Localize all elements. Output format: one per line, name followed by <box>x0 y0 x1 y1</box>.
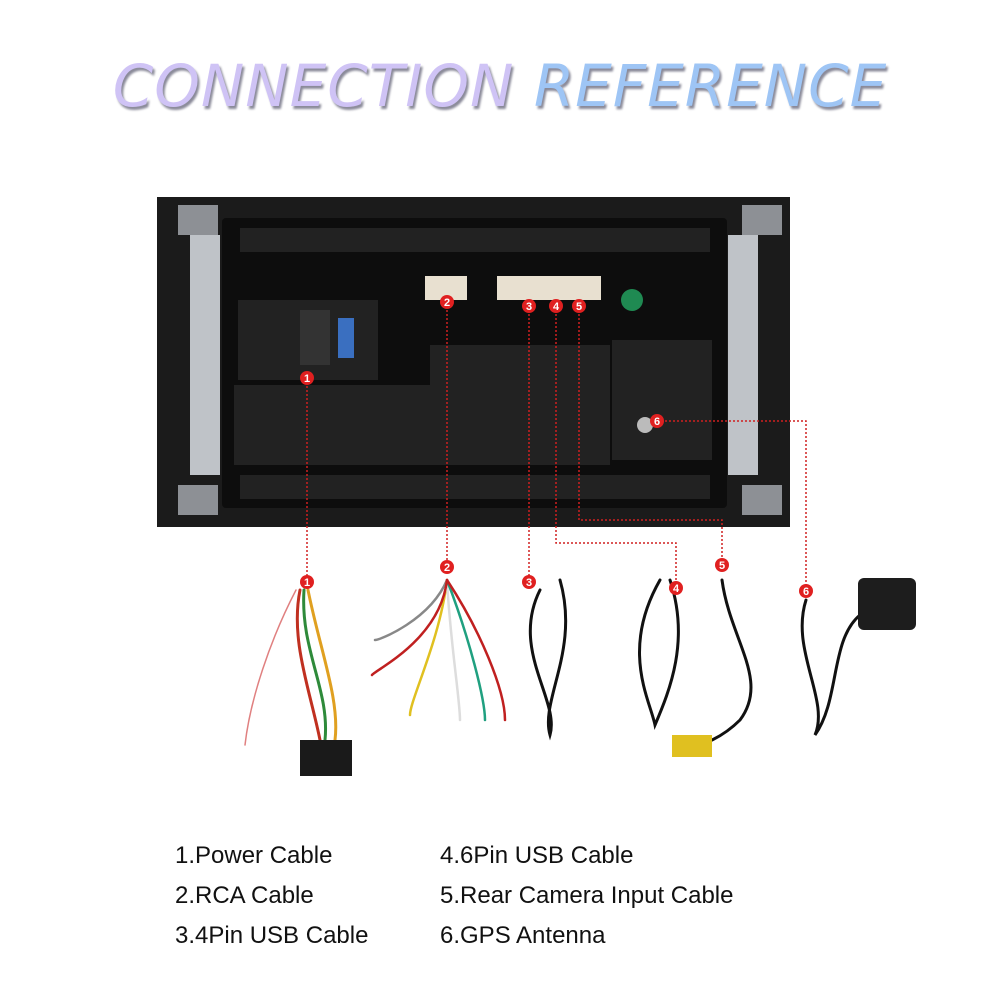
marker-3-bottom: 3 <box>522 575 536 589</box>
svg-text:2: 2 <box>444 562 450 574</box>
svg-text:2: 2 <box>444 297 450 309</box>
marker-1-top: 1 <box>300 371 314 385</box>
svg-text:5: 5 <box>719 560 725 572</box>
legend-column-2: 4.6Pin USB Cable 5.Rear Camera Input Cab… <box>440 836 733 956</box>
title-part1: CONNECTION <box>112 52 515 120</box>
svg-text:4: 4 <box>673 583 680 595</box>
marker-2-top: 2 <box>440 295 454 309</box>
legend-item: 4.6Pin USB Cable <box>440 842 634 869</box>
usb-6pin-cable <box>638 578 680 731</box>
legend-item: 3.4Pin USB Cable <box>175 922 369 949</box>
marker-6-top: 6 <box>650 414 664 428</box>
title-part2: REFERENCE <box>533 52 888 120</box>
number-markers: 1 2 3 4 5 6 1 2 3 4 5 6 <box>300 295 813 598</box>
gps-cable <box>800 598 862 736</box>
svg-text:1: 1 <box>304 577 310 589</box>
gps-antenna-puck <box>858 578 916 630</box>
marker-1-bottom: 1 <box>300 575 314 589</box>
legend-item: 2.RCA Cable <box>175 882 314 909</box>
legend-item: 5.Rear Camera Input Cable <box>440 882 734 909</box>
power-connector <box>300 740 352 776</box>
marker-5-top: 5 <box>572 299 586 313</box>
svg-text:3: 3 <box>526 577 532 589</box>
page-title: CONNECTION REFERENCE <box>0 52 1000 120</box>
rear-camera-cable <box>688 578 753 750</box>
marker-4-bottom: 4 <box>669 581 683 595</box>
legend-item: 1.Power Cable <box>175 842 333 869</box>
cable-illustrations <box>244 578 916 776</box>
svg-text:1: 1 <box>304 373 310 385</box>
marker-3-top: 3 <box>522 299 536 313</box>
svg-text:6: 6 <box>654 416 660 428</box>
legend-column-1: 1.Power Cable 2.RCA Cable 3.4Pin USB Cab… <box>175 836 368 956</box>
marker-5-bottom: 5 <box>715 558 729 572</box>
svg-text:4: 4 <box>553 301 560 313</box>
connection-lines <box>306 302 807 591</box>
svg-text:6: 6 <box>803 586 809 598</box>
usb-4pin-cable <box>528 578 568 741</box>
power-cable <box>244 588 338 746</box>
rca-yellow-connector <box>672 735 712 757</box>
marker-2-bottom: 2 <box>440 560 454 574</box>
marker-4-top: 4 <box>549 299 563 313</box>
marker-6-bottom: 6 <box>799 584 813 598</box>
svg-text:3: 3 <box>526 301 532 313</box>
rca-cable <box>370 578 507 722</box>
legend-item: 6.GPS Antenna <box>440 922 606 949</box>
svg-text:5: 5 <box>576 301 582 313</box>
head-unit-back <box>157 197 790 527</box>
